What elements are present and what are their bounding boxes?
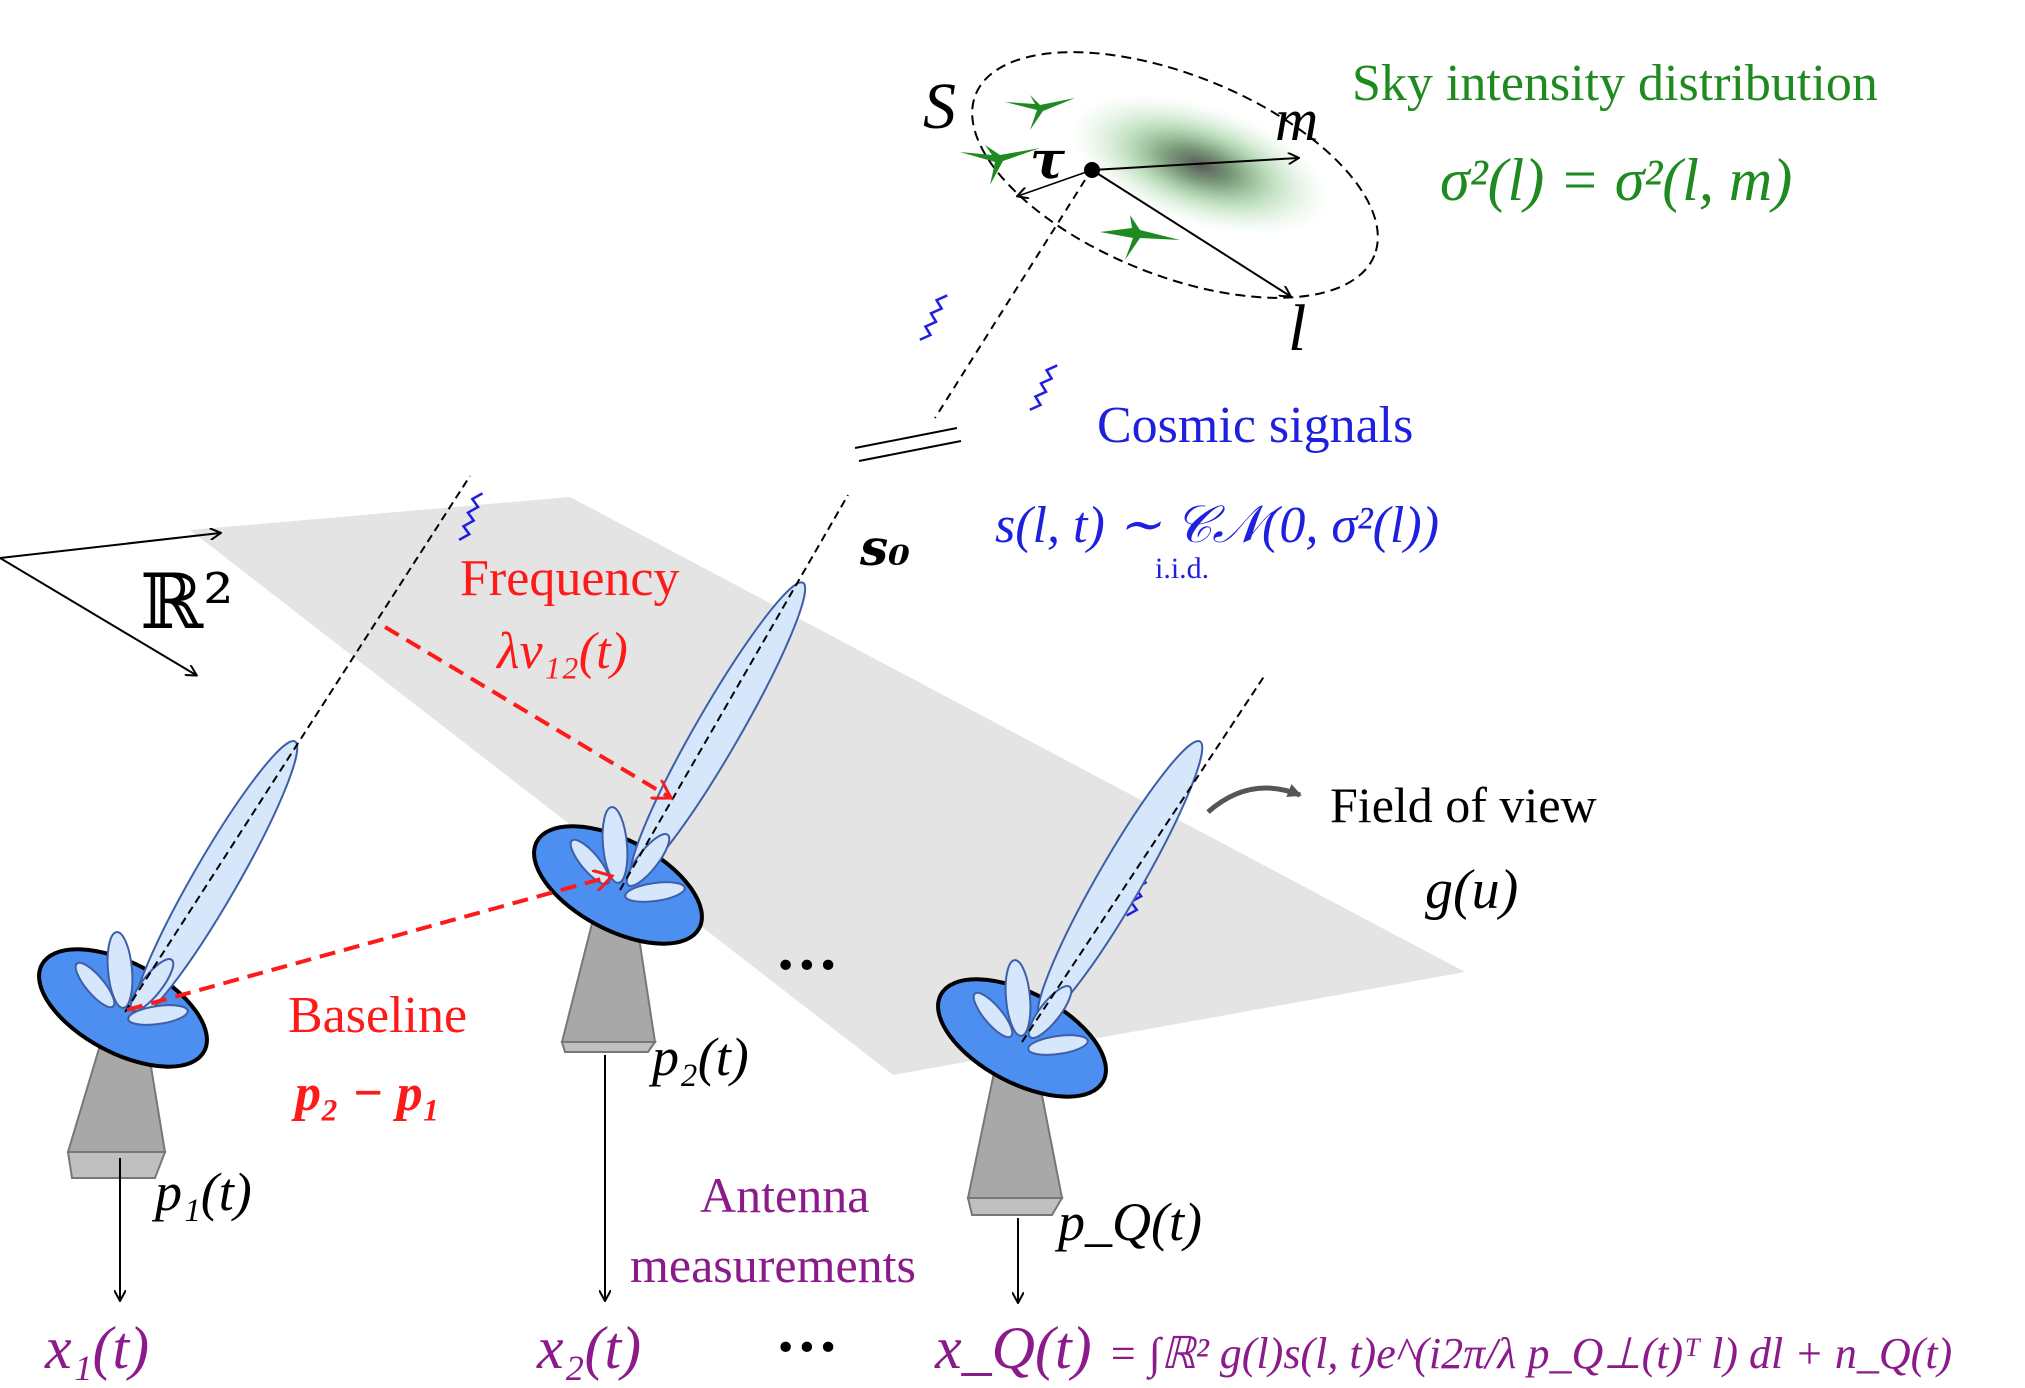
fov-arrow — [1206, 784, 1302, 814]
output-q: x_Q(t) — [934, 1315, 1092, 1381]
frequency-formula: λν₁₂(t) — [495, 623, 628, 680]
sight-line-upper — [934, 179, 1086, 419]
direction-label: s₀ — [859, 518, 910, 577]
baseline-title: Baseline — [288, 987, 467, 1044]
cosmic-iid: i.i.d. — [1155, 552, 1209, 585]
sky-title: Sky intensity distribution — [1352, 55, 1878, 112]
sky-blob — [1070, 94, 1330, 236]
baseline-formula: p₂ − p₁ — [291, 1065, 441, 1122]
fov-title: Field of view — [1330, 777, 1597, 833]
sky-region — [960, 51, 1379, 299]
cosmic-formula: s(l, t) ∼ 𝒞𝒩(0, σ²(l)) — [995, 497, 1439, 554]
frequency-arrow — [383, 625, 671, 800]
observation-plane — [190, 497, 1465, 1075]
measurement-equation: = ∫ℝ² g(l)s(l, t)e^(i2π/λ p_Q⊥(t)ᵀ l) dl… — [1108, 1329, 1952, 1380]
sky-formula: σ²(l) = σ²(l, m) — [1440, 147, 1792, 213]
antenna-1-position: p₁(t) — [151, 1162, 252, 1222]
ellipsis-plane: ••• — [775, 946, 839, 987]
sky-set-label: S — [923, 70, 956, 143]
antenna-1 — [37, 475, 471, 1300]
antenna-q-position: p_Q(t) — [1054, 1192, 1202, 1252]
measurements-title-2: measurements — [630, 1237, 916, 1293]
sky-axis-l: l — [1288, 292, 1306, 365]
cosmic-title: Cosmic signals — [1097, 397, 1413, 454]
baseline-arrow — [126, 876, 612, 1012]
sky-tau-label: τ — [1030, 130, 1066, 191]
star-3 — [1100, 215, 1180, 260]
fov-formula: g(u) — [1425, 859, 1518, 921]
antenna-2 — [532, 494, 849, 1300]
frequency-title: Frequency — [460, 550, 679, 607]
sky-axis-m: m — [1275, 87, 1318, 153]
star-2 — [960, 145, 1040, 185]
ellipsis-outputs: ••• — [775, 1328, 839, 1369]
antenna-2-position: p₂(t) — [648, 1027, 749, 1087]
output-1: x₁(t) — [44, 1315, 149, 1381]
star-1 — [1005, 95, 1075, 130]
measurements-title-1: Antenna — [700, 1167, 869, 1223]
plane-axes — [0, 533, 220, 675]
output-2: x₂(t) — [536, 1315, 641, 1381]
plane-label: ℝ² — [140, 557, 234, 646]
break-marks — [854, 427, 962, 462]
antenna-q — [936, 674, 1302, 1302]
